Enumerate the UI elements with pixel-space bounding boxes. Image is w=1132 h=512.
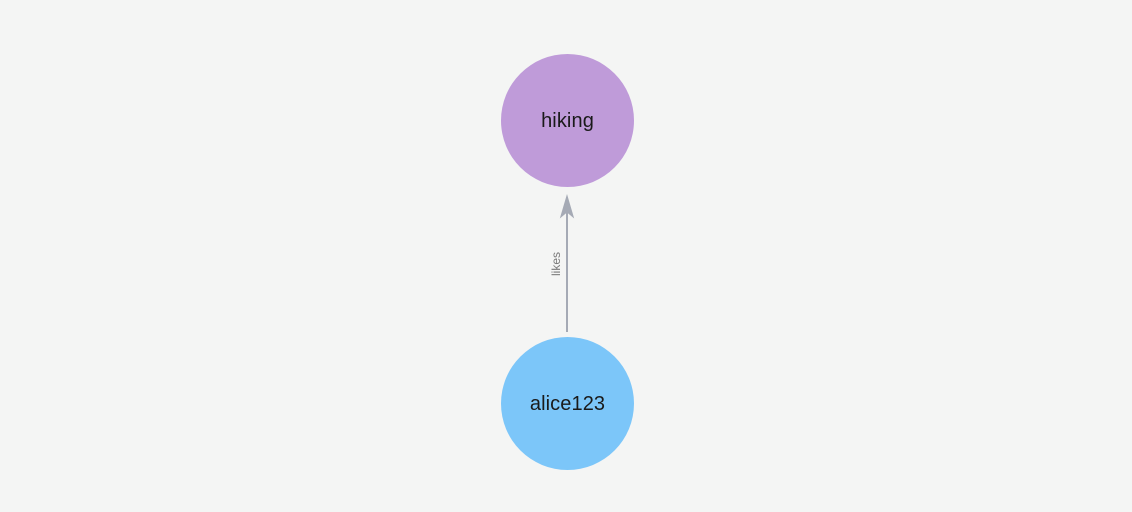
edge-alice123-likes-hiking[interactable]	[559, 194, 575, 332]
graph-node-alice123[interactable]: alice123	[501, 337, 634, 470]
graph-node-label: alice123	[529, 392, 606, 415]
graph-node-label: hiking	[541, 109, 594, 132]
graph-node-hiking[interactable]: hiking	[501, 54, 634, 187]
arrow-up-icon	[559, 194, 575, 219]
edge-label-likes: likes	[549, 252, 563, 277]
